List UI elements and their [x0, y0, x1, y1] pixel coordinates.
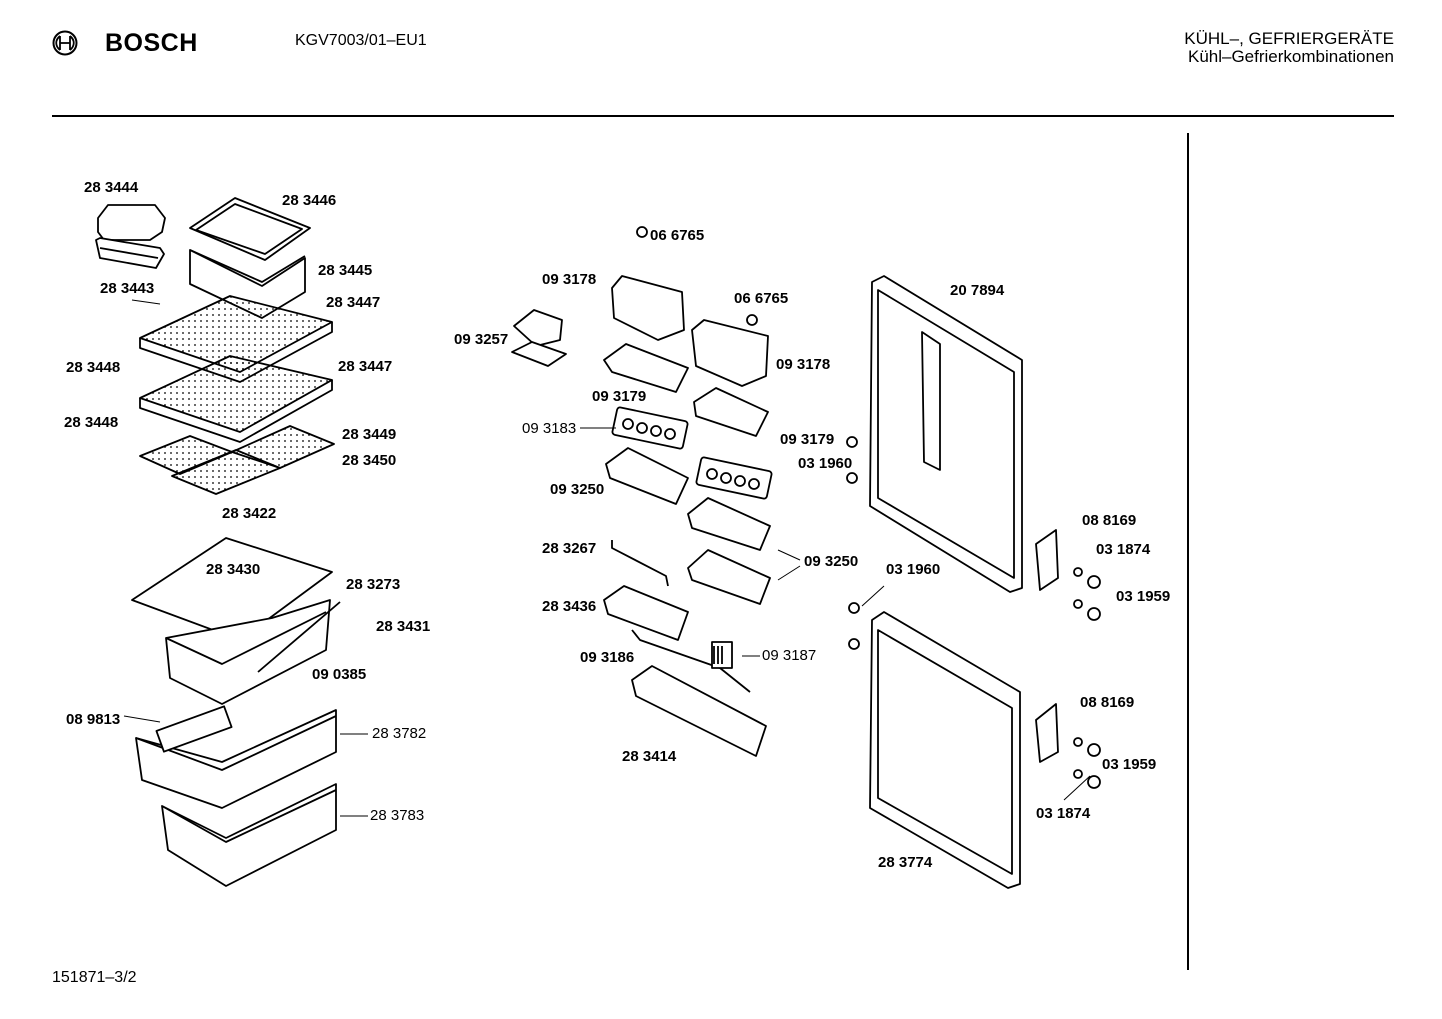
bottle-shelf-small: [603, 585, 689, 641]
door-rack-upper-right: [691, 319, 769, 387]
part-label: 28 3774: [878, 854, 933, 871]
crisper-box: [189, 249, 306, 319]
part-label: 28 3447: [338, 358, 393, 375]
part-label: 03 1959: [1102, 756, 1157, 773]
door-shelf-5: [687, 549, 771, 605]
category-title: KÜHL–, GEFRIERGERÄTE: [1184, 29, 1394, 48]
freezer-door: [869, 611, 1021, 889]
freezer-drawer-lower: [161, 783, 337, 887]
part-label: 09 3179: [592, 388, 647, 405]
part-label: 03 1960: [798, 455, 853, 472]
egg-tray-2: [695, 456, 773, 500]
part-label: 28 3782: [372, 725, 427, 742]
part-label: 28 3444: [84, 179, 139, 196]
part-label: 08 9813: [66, 711, 121, 728]
part-label: 28 3446: [282, 192, 337, 209]
model-number: KGV7003/01–EU1: [295, 32, 427, 49]
part-label: 28 3445: [318, 262, 373, 279]
part-label: 03 1874: [1036, 805, 1091, 822]
part-label: 08 8169: [1080, 694, 1135, 711]
part-label: 03 1960: [886, 561, 941, 578]
brand-name: BOSCH: [105, 29, 198, 57]
vegetable-drawer: [165, 599, 341, 705]
crisper-lid: [189, 197, 311, 261]
hinge-upper: [1035, 529, 1059, 591]
part-label: 09 0385: [312, 666, 367, 683]
part-label: 28 3414: [622, 748, 677, 765]
small-box-tray: [95, 237, 165, 269]
hinge-lower: [1035, 703, 1059, 763]
part-label: 09 3186: [580, 649, 635, 666]
part-label: 08 8169: [1082, 512, 1137, 529]
clip-small: [711, 641, 733, 669]
part-label: 03 1874: [1096, 541, 1151, 558]
part-label: 28 3448: [66, 359, 121, 376]
part-label: 06 6765: [650, 227, 705, 244]
part-label: 28 3431: [376, 618, 431, 635]
leader-lines: [123, 299, 1091, 817]
part-label: 28 3436: [542, 598, 597, 615]
bosch-logo-icon: [52, 30, 78, 56]
part-label: 09 3183: [522, 420, 577, 437]
cover-plate: [131, 537, 333, 641]
part-label: 03 1959: [1116, 588, 1171, 605]
bottle-shelf-large: [631, 665, 767, 757]
part-label: 09 3187: [762, 647, 817, 664]
part-label: 06 6765: [734, 290, 789, 307]
door-shelf-3: [605, 447, 689, 505]
part-label: 28 3447: [326, 294, 381, 311]
part-label: 28 3273: [346, 576, 401, 593]
part-label: 09 3257: [454, 331, 509, 348]
part-label: 28 3450: [342, 452, 397, 469]
document-number: 151871–3/2: [52, 969, 137, 986]
category-block: KÜHL–, GEFRIERGERÄTE Kühl–Gefrierkombina…: [1184, 30, 1394, 66]
part-label: 09 3179: [780, 431, 835, 448]
category-subtitle: Kühl–Gefrierkombinationen: [1187, 47, 1394, 66]
header-divider: [52, 115, 1394, 117]
bottle-guard-wire: [611, 540, 751, 693]
door-shelf-small-1: [603, 343, 689, 393]
part-label: 28 3267: [542, 540, 597, 557]
part-label: 20 7894: [950, 282, 1005, 299]
part-label: 09 3250: [804, 553, 859, 570]
vertical-divider: [1187, 133, 1189, 970]
small-box-lid: [97, 204, 166, 241]
part-label: 28 3449: [342, 426, 397, 443]
screws: [636, 226, 1101, 789]
part-label: 09 3178: [542, 271, 597, 288]
fridge-door: [869, 275, 1023, 593]
freezer-drawer-upper: [135, 705, 337, 809]
part-label: 09 3250: [550, 481, 605, 498]
door-shelf-small-2: [693, 387, 769, 437]
part-label: 28 3430: [206, 561, 261, 578]
egg-tray-1: [611, 406, 689, 450]
part-label: 28 3448: [64, 414, 119, 431]
part-label: 28 3422: [222, 505, 277, 522]
butter-dish: [511, 309, 567, 367]
door-shelf-4: [687, 497, 771, 551]
door-rack-upper-left: [611, 275, 685, 341]
part-label: 28 3783: [370, 807, 425, 824]
glass-shelf-2: [139, 355, 333, 443]
split-shelf: [139, 425, 335, 495]
part-label: 09 3178: [776, 356, 831, 373]
part-label: 28 3443: [100, 280, 155, 297]
